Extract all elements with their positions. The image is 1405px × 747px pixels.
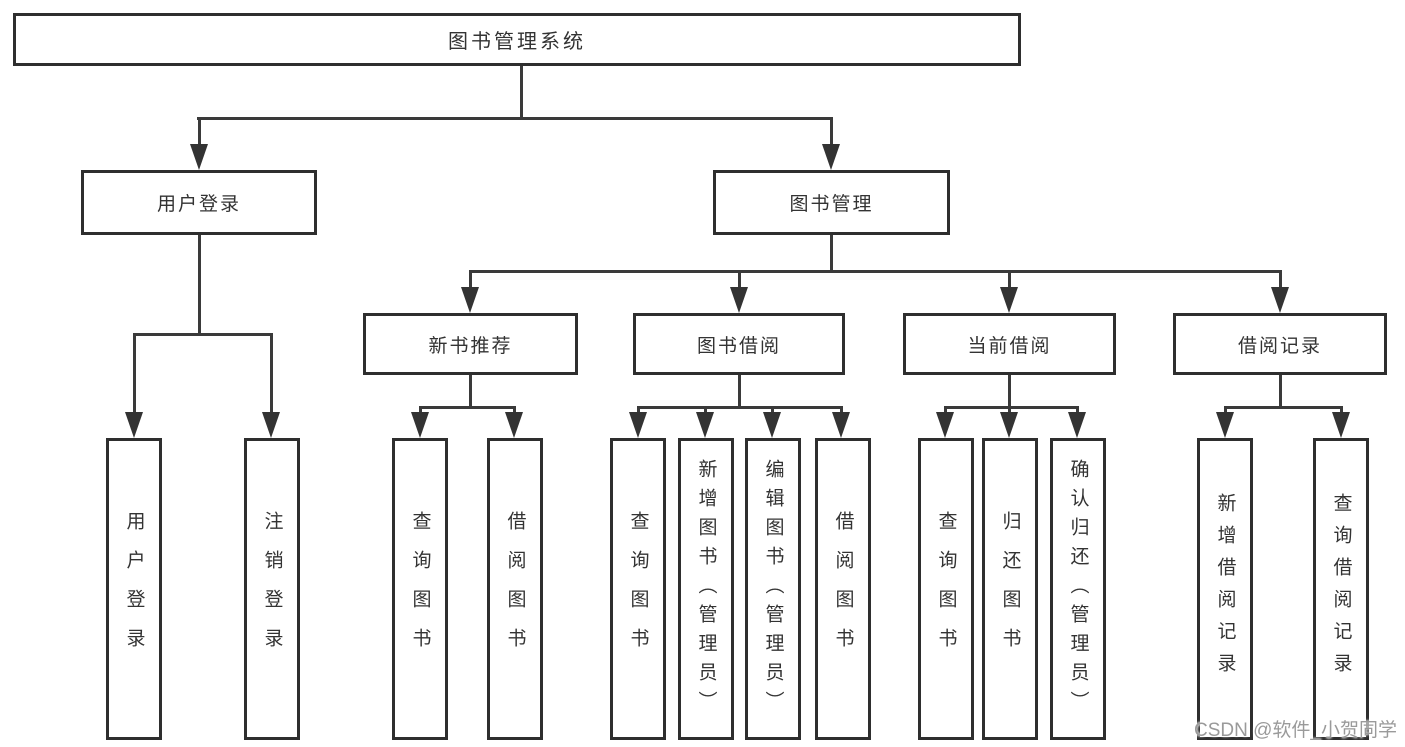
node-label: 当前借阅 — [967, 335, 1052, 357]
leaf-label: 查询图书 — [627, 511, 649, 667]
csdn-watermark: CSDN @软件_小贺同学 — [1194, 720, 1397, 741]
leaf-confirm-return-admin: 确认归还（管理员） — [1050, 438, 1106, 740]
arrow-down-icon — [730, 287, 748, 313]
leaf-return-book: 归还图书 — [982, 438, 1038, 740]
leaf-label: 注销登录 — [261, 511, 283, 667]
node-new-book-recommend: 新书推荐 — [363, 313, 578, 375]
node-label: 图书借阅 — [696, 335, 781, 357]
leaf-label: 归还图书 — [999, 511, 1021, 667]
node-label: 借阅记录 — [1237, 335, 1322, 357]
arrow-down-icon — [1216, 412, 1234, 438]
arrow-down-icon — [1068, 412, 1086, 438]
node-book-management: 图书管理 — [713, 170, 950, 235]
arrow-down-icon — [411, 412, 429, 438]
node-borrow-record: 借阅记录 — [1173, 313, 1387, 375]
leaf-query-borrow-record: 查询借阅记录 — [1313, 438, 1369, 740]
leaf-add-borrow-record: 新增借阅记录 — [1197, 438, 1253, 740]
leaf-logout: 注销登录 — [244, 438, 300, 740]
leaf-label: 用户登录 — [123, 511, 145, 667]
arrow-down-icon — [936, 412, 954, 438]
arrow-down-icon — [1000, 412, 1018, 438]
node-label: 新书推荐 — [428, 335, 513, 357]
node-current-borrow: 当前借阅 — [903, 313, 1116, 375]
leaf-label: 新增图书（管理员） — [695, 458, 717, 720]
leaf-label: 查询图书 — [935, 511, 957, 667]
leaf-label: 编辑图书（管理员） — [762, 458, 784, 720]
connector-vline — [1008, 270, 1011, 292]
leaf-borrow-book: 借阅图书 — [815, 438, 871, 740]
connector-vline — [830, 235, 833, 273]
connector-vline — [198, 117, 201, 147]
leaf-label: 新增借阅记录 — [1214, 493, 1236, 685]
connector-hline — [1224, 406, 1342, 409]
connector-vline — [1279, 375, 1282, 409]
connector-vline — [1279, 270, 1282, 292]
arrow-down-icon — [822, 144, 840, 170]
leaf-edit-book-admin: 编辑图书（管理员） — [745, 438, 801, 740]
leaf-borrow-book-recommend: 借阅图书 — [487, 438, 543, 740]
connector-vline — [469, 270, 472, 292]
node-label: 用户登录 — [156, 194, 241, 215]
connector-hline — [133, 333, 273, 336]
arrow-down-icon — [696, 412, 714, 438]
connector-hline — [197, 117, 833, 120]
leaf-label: 确认归还（管理员） — [1067, 458, 1089, 720]
arrow-down-icon — [1000, 287, 1018, 313]
node-library-management-system: 图书管理系统 — [13, 13, 1021, 66]
arrow-down-icon — [763, 412, 781, 438]
arrow-down-icon — [125, 412, 143, 438]
arrow-down-icon — [629, 412, 647, 438]
connector-vline — [198, 235, 201, 335]
connector-vline — [830, 117, 833, 147]
connector-vline — [133, 333, 136, 415]
arrow-down-icon — [1332, 412, 1350, 438]
connector-hline — [419, 406, 516, 409]
leaf-label: 查询图书 — [409, 511, 431, 667]
leaf-user-login: 用户登录 — [106, 438, 162, 740]
connector-vline — [270, 333, 273, 415]
arrow-down-icon — [190, 144, 208, 170]
node-label: 图书管理 — [789, 194, 874, 215]
connector-hline — [469, 270, 1281, 273]
node-user-login: 用户登录 — [81, 170, 317, 235]
connector-hline — [637, 406, 842, 409]
connector-vline — [738, 375, 741, 409]
leaf-add-book-admin: 新增图书（管理员） — [678, 438, 734, 740]
leaf-query-book-recommend: 查询图书 — [392, 438, 448, 740]
leaf-query-book-borrow: 查询图书 — [610, 438, 666, 740]
connector-vline — [520, 66, 523, 118]
leaf-label: 借阅图书 — [832, 511, 854, 667]
connector-vline — [469, 375, 472, 409]
leaf-label: 借阅图书 — [504, 511, 526, 667]
node-book-borrow: 图书借阅 — [633, 313, 845, 375]
connector-vline — [738, 270, 741, 292]
leaf-query-book-current: 查询图书 — [918, 438, 974, 740]
leaf-label: 查询借阅记录 — [1330, 493, 1352, 685]
connector-vline — [1008, 375, 1011, 409]
arrow-down-icon — [505, 412, 523, 438]
node-label: 图书管理系统 — [448, 31, 586, 53]
arrow-down-icon — [461, 287, 479, 313]
arrow-down-icon — [1271, 287, 1289, 313]
arrow-down-icon — [832, 412, 850, 438]
arrow-down-icon — [262, 412, 280, 438]
